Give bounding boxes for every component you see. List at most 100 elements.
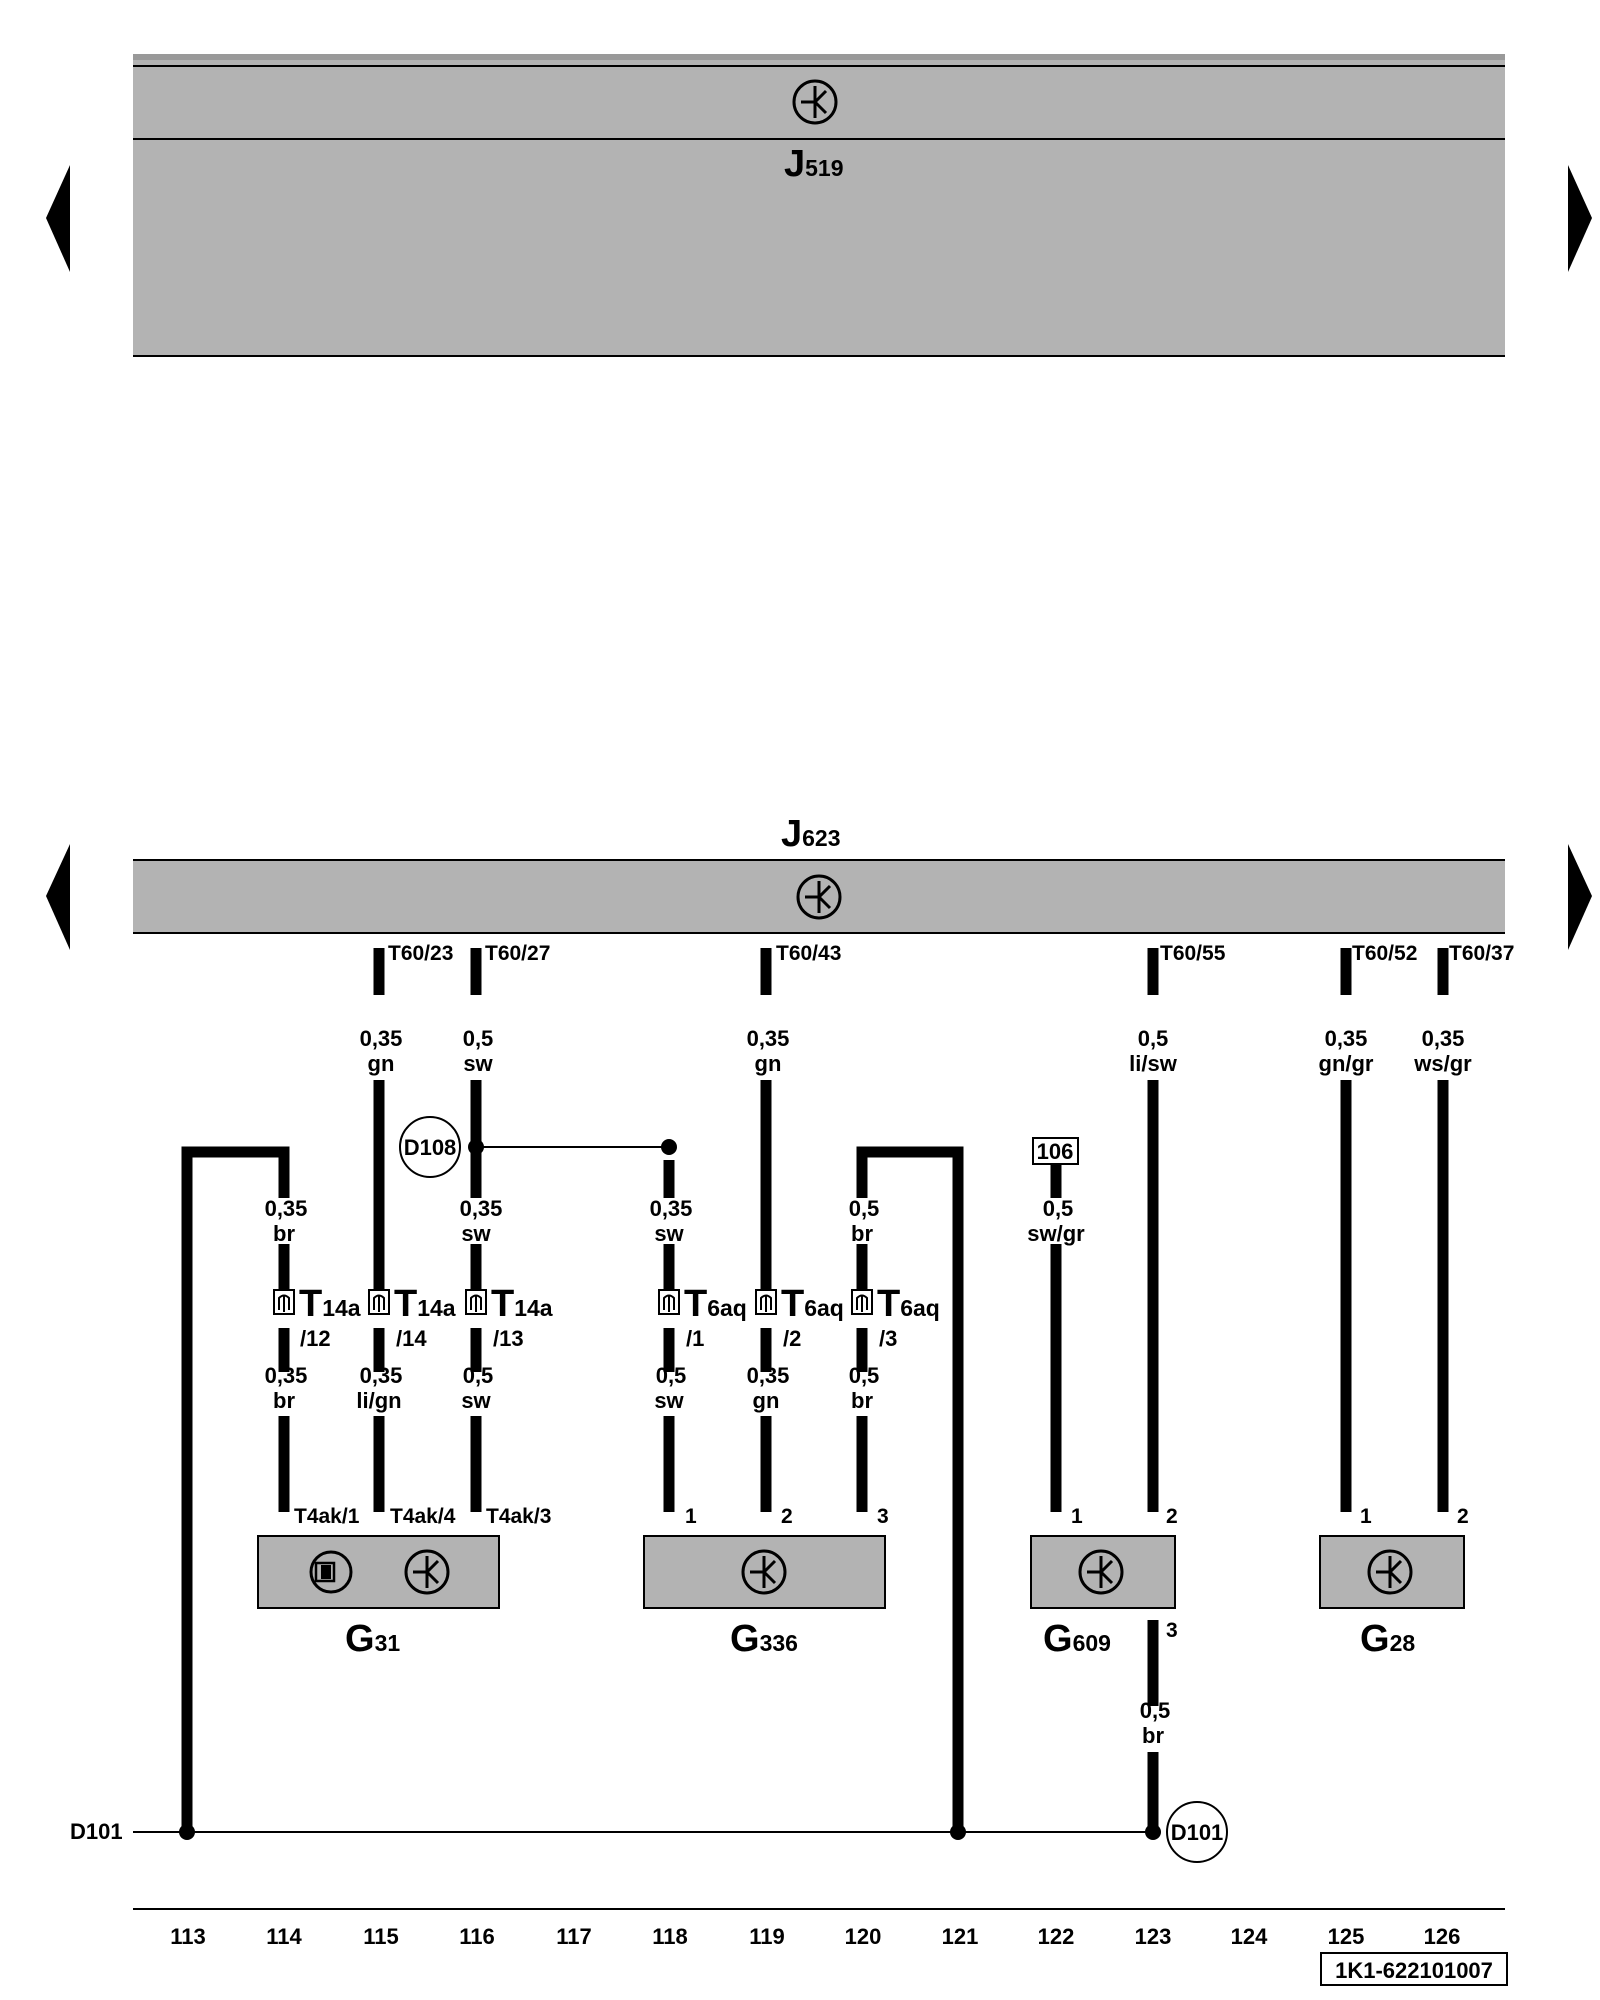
track-number: 115 <box>363 1924 399 1949</box>
g336-letter: G <box>730 1618 760 1660</box>
pin-label: 2 <box>1166 1505 1178 1528</box>
pin-label: T4ak/3 <box>486 1505 551 1528</box>
connector-number: 6aq <box>707 1295 747 1321</box>
wire-size: 0,5 <box>849 1363 880 1388</box>
g609-letter: G <box>1043 1618 1073 1660</box>
sensor-g28: G28 <box>1319 1535 1465 1660</box>
connector-labels: T14a /12 T14a /14 T14a /13 T6aq /1 T6aq … <box>299 1283 940 1351</box>
j519-number: 519 <box>805 155 843 181</box>
pin-label: 1 <box>685 1505 697 1528</box>
track-number: 125 <box>1328 1924 1365 1949</box>
wire-size: 0,5 <box>463 1363 494 1388</box>
wire-color: sw <box>463 1051 493 1076</box>
connector-letter: T <box>684 1283 707 1325</box>
reference-label: 106 <box>1037 1139 1074 1164</box>
pin-label: 2 <box>1457 1505 1469 1528</box>
connector-number: 6aq <box>900 1295 940 1321</box>
svg-text:G31: G31 <box>345 1618 400 1660</box>
connector-letter: T <box>491 1283 514 1325</box>
wire-color: gn/gr <box>1319 1051 1374 1076</box>
wire-color: br <box>1142 1723 1164 1748</box>
track-number: 126 <box>1424 1924 1461 1949</box>
wire-120-121-shield <box>856 1146 964 1832</box>
connector-letter: T <box>394 1283 417 1325</box>
electronic-symbol-icon <box>1078 1549 1124 1595</box>
pin-label: T60/52 <box>1352 942 1417 965</box>
track-number: 120 <box>845 1924 882 1949</box>
svg-text:T6aq: T6aq <box>781 1283 844 1325</box>
connector-letter: T <box>877 1283 900 1325</box>
svg-text:G609: G609 <box>1043 1618 1111 1660</box>
connector-pin: /12 <box>300 1326 331 1351</box>
track-number: 117 <box>556 1924 592 1949</box>
wire-color: gn <box>368 1051 395 1076</box>
connector-pin: /1 <box>686 1326 704 1351</box>
pin-label: 2 <box>781 1505 793 1528</box>
svg-text:T6aq: T6aq <box>877 1283 940 1325</box>
wire-size: 0,35 <box>747 1026 790 1051</box>
g28-number: 28 <box>1390 1630 1416 1656</box>
connector-pin-icons <box>278 1294 868 1312</box>
page-next-arrow-top[interactable] <box>1568 165 1592 272</box>
page-prev-arrow-top[interactable] <box>46 165 70 272</box>
track-number: 114 <box>266 1924 302 1949</box>
wire-color: br <box>851 1388 873 1413</box>
wire-size: 0,5 <box>1138 1026 1169 1051</box>
pin-label: T60/55 <box>1160 942 1226 965</box>
track-number: 123 <box>1135 1924 1172 1949</box>
pin-label: T60/27 <box>485 942 550 965</box>
page-next-arrow-bottom[interactable] <box>1568 844 1592 950</box>
svg-text:J519: J519 <box>784 143 844 185</box>
connector-number: 14a <box>514 1295 553 1321</box>
wire-size: 0,5 <box>463 1026 494 1051</box>
wire-color: gn <box>753 1388 780 1413</box>
wire-labels: 0,35 gn 0,5 sw 0,35 gn 0,5 li/sw 0,35 gn… <box>265 1026 1473 1748</box>
wire-color: sw <box>461 1221 491 1246</box>
g31-number: 31 <box>375 1630 401 1656</box>
wire-size: 0,5 <box>849 1196 880 1221</box>
component-pin-labels: T4ak/1 T4ak/4 T4ak/3 1 2 3 1 2 3 1 2 <box>294 1505 1469 1642</box>
track-number: 118 <box>652 1924 688 1949</box>
svg-text:T14a: T14a <box>491 1283 553 1325</box>
wire-color: gn <box>755 1051 782 1076</box>
g28-letter: G <box>1360 1618 1390 1660</box>
page-prev-arrow-bottom[interactable] <box>46 844 70 950</box>
j623-pin-labels: T60/23 T60/27 T60/43 T60/55 T60/52 T60/3… <box>388 942 1514 965</box>
svg-text:T14a: T14a <box>299 1283 361 1325</box>
wire-color: br <box>273 1221 295 1246</box>
sensor-g31: G31 <box>257 1535 500 1660</box>
splice-label: D101 <box>1171 1820 1224 1845</box>
connector-pin: /2 <box>783 1326 801 1351</box>
splice-d108: D108 <box>399 1116 461 1178</box>
sensor-g336: G336 <box>643 1535 886 1660</box>
connector-number: 14a <box>322 1295 361 1321</box>
g336-number: 336 <box>760 1630 798 1656</box>
track-number: 116 <box>459 1924 495 1949</box>
j623-letter: J <box>781 813 802 855</box>
wire-size: 0,35 <box>460 1196 503 1221</box>
wire-color: sw/gr <box>1027 1221 1085 1246</box>
g31-letter: G <box>345 1618 375 1660</box>
electronic-symbol-icon <box>741 1549 787 1595</box>
splice-d101: D101 <box>1166 1801 1228 1863</box>
wire-color: ws/gr <box>1413 1051 1472 1076</box>
wire-size: 0,35 <box>360 1026 403 1051</box>
wire-size: 0,5 <box>1140 1698 1171 1723</box>
sensor-g609: G609 <box>1030 1535 1176 1660</box>
ground-line-label: D101 <box>70 1819 123 1844</box>
wire-size: 0,5 <box>1043 1196 1074 1221</box>
svg-text:G336: G336 <box>730 1618 798 1660</box>
electronic-symbol-icon <box>792 79 838 125</box>
svg-text:T6aq: T6aq <box>684 1283 747 1325</box>
pin-label: T60/23 <box>388 942 453 965</box>
wire-color: li/sw <box>1129 1051 1178 1076</box>
junction-dots <box>179 1139 1161 1840</box>
connector-letter: T <box>299 1283 322 1325</box>
heater-symbol-icon <box>309 1550 353 1594</box>
pin-label: T60/43 <box>776 942 841 965</box>
connector-pin: /13 <box>493 1326 524 1351</box>
wire-color: li/gn <box>356 1388 401 1413</box>
control-unit-j519: J519 <box>133 54 1505 357</box>
electronic-symbol-icon <box>1367 1549 1413 1595</box>
j623-number: 623 <box>802 825 840 851</box>
